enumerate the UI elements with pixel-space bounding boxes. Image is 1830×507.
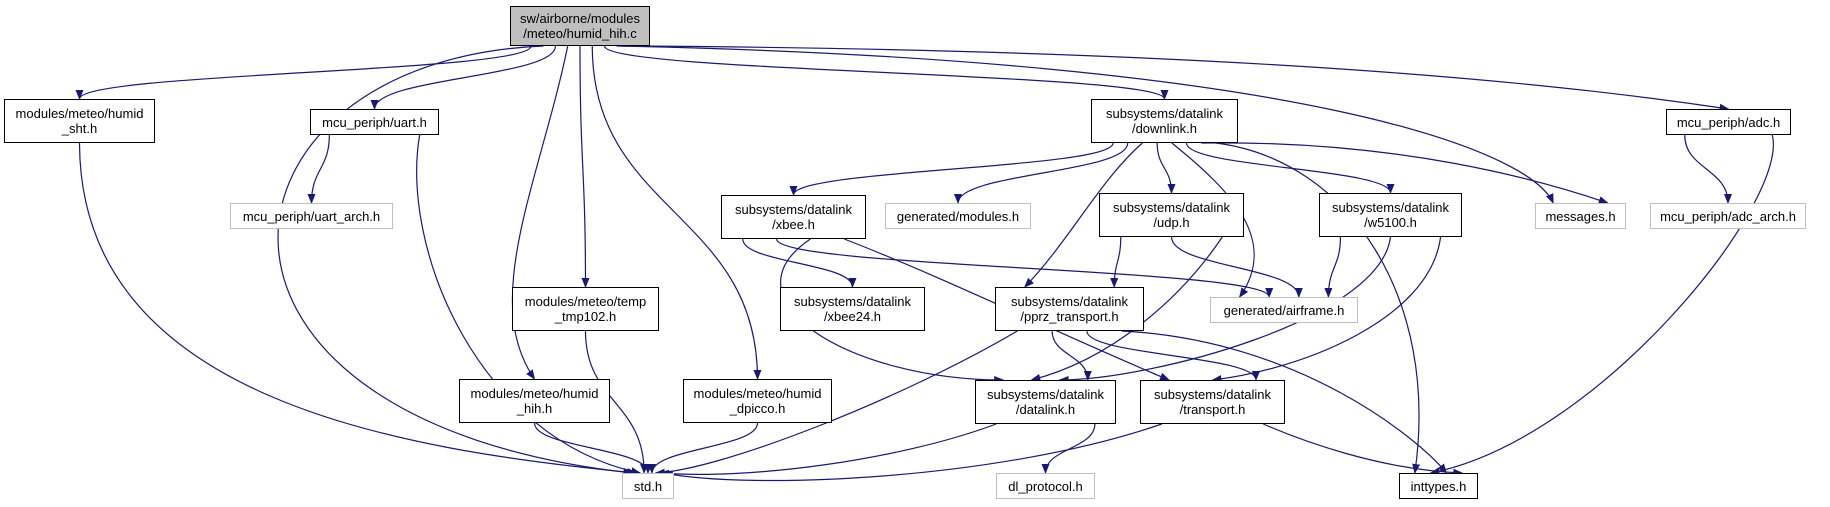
edge-humid-hih-c-to-humid-dpicco-h xyxy=(591,45,762,380)
node-humid-dpicco-h[interactable]: modules/meteo/humid _dpicco.h xyxy=(683,379,832,423)
node-label: mcu_periph/uart_arch.h xyxy=(242,208,381,224)
node-label: modules/meteo/humid _sht.h xyxy=(15,106,144,136)
edge-humid-hih-c-to-temp-tmp102-h xyxy=(579,45,590,288)
edge-transport-h-to-inttypes-h xyxy=(1263,423,1464,477)
node-label: subsystems/datalink /xbee24.h xyxy=(793,294,912,324)
node-label: generated/airframe.h xyxy=(1223,302,1345,318)
node-label: modules/meteo/temp _tmp102.h xyxy=(524,294,647,324)
node-uart-h[interactable]: mcu_periph/uart.h xyxy=(310,109,439,135)
edge-humid-hih-c-to-adc-h xyxy=(628,45,1730,112)
edge-downlink-h-to-messages-h xyxy=(1201,142,1609,204)
edge-downlink-h-to-pprz-transport-h xyxy=(1024,142,1143,288)
node-label: sw/airborne/modules /meteo/humid_hih.c xyxy=(520,11,640,41)
edge-datalink-h-to-std-h xyxy=(658,423,997,478)
edge-temp-tmp102-h-to-std-h xyxy=(584,330,649,474)
edge-pprz-transport-h-to-datalink-h xyxy=(1051,330,1092,381)
edge-xbee-h-to-airframe-h xyxy=(775,238,1274,298)
node-label: std.h xyxy=(633,478,663,494)
node-transport-h[interactable]: subsystems/datalink /transport.h xyxy=(1140,380,1285,424)
edge-humid-hih-c-to-uart-h xyxy=(370,45,557,110)
edge-datalink-h-to-dl-protocol-h xyxy=(1041,423,1096,474)
node-pprz-transport-h[interactable]: subsystems/datalink /pprz_transport.h xyxy=(995,287,1144,331)
edge-humid-sht-h-to-std-h xyxy=(78,142,638,477)
node-w5100-h[interactable]: subsystems/datalink /w5100.h xyxy=(1319,193,1462,237)
edge-downlink-h-to-generated-modules-h xyxy=(954,142,1129,204)
edge-humid-hih-c-to-messages-h xyxy=(616,45,1554,204)
node-inttypes-h[interactable]: inttypes.h xyxy=(1399,473,1478,499)
node-adc-h[interactable]: mcu_periph/adc.h xyxy=(1666,109,1791,135)
edge-adc-h-to-inttypes-h xyxy=(1429,134,1775,476)
node-label: mcu_periph/uart.h xyxy=(322,114,427,130)
node-label: subsystems/datalink /transport.h xyxy=(1153,387,1272,417)
node-label: subsystems/datalink /w5100.h xyxy=(1331,200,1450,230)
edge-w5100-h-to-airframe-h xyxy=(1324,236,1342,298)
edge-uart-h-to-std-h xyxy=(416,134,642,476)
node-label: dl_protocol.h xyxy=(1008,478,1083,494)
node-downlink-h[interactable]: subsystems/datalink /downlink.h xyxy=(1091,99,1238,143)
node-xbee24-h[interactable]: subsystems/datalink /xbee24.h xyxy=(780,287,925,331)
node-xbee-h[interactable]: subsystems/datalink /xbee.h xyxy=(721,195,866,239)
edge-downlink-h-to-w5100-h xyxy=(1185,142,1395,194)
node-airframe-h: generated/airframe.h xyxy=(1210,297,1358,323)
node-label: subsystems/datalink /downlink.h xyxy=(1105,106,1224,136)
edge-pprz-transport-h-to-std-h xyxy=(654,330,1018,477)
node-label: generated/modules.h xyxy=(896,208,1020,224)
node-label: mcu_periph/adc_arch.h xyxy=(1660,208,1796,224)
edge-humid-hih-c-to-humid-sht-h xyxy=(75,45,532,100)
node-label: messages.h xyxy=(1545,208,1616,224)
edge-downlink-h-to-inttypes-h xyxy=(1215,142,1421,474)
node-messages-h: messages.h xyxy=(1535,203,1626,229)
node-adc-arch-h: mcu_periph/adc_arch.h xyxy=(1650,203,1806,229)
node-label: modules/meteo/humid _hih.h xyxy=(470,386,599,416)
edge-w5100-h-to-datalink-h xyxy=(1058,236,1392,384)
node-dl-protocol-h: dl_protocol.h xyxy=(996,473,1095,499)
edge-xbee-h-to-datalink-h xyxy=(780,238,1005,384)
edge-humid-hih-c-to-downlink-h xyxy=(603,45,1169,100)
edge-adc-h-to-adc-arch-h xyxy=(1684,134,1732,204)
edge-uart-h-to-uart-arch-h xyxy=(307,134,330,204)
node-generated-modules-h: generated/modules.h xyxy=(885,203,1031,229)
edge-w5100-h-to-transport-h xyxy=(1211,236,1442,383)
edge-humid-hih-h-to-std-h xyxy=(533,422,652,474)
node-udp-h[interactable]: subsystems/datalink /udp.h xyxy=(1099,193,1244,237)
node-label: subsystems/datalink /xbee.h xyxy=(734,202,853,232)
node-humid-hih-h[interactable]: modules/meteo/humid _hih.h xyxy=(459,379,610,423)
edge-downlink-h-to-udp-h xyxy=(1156,142,1176,194)
edge-xbee-h-to-xbee24-h xyxy=(742,238,857,288)
edge-transport-h-to-std-h xyxy=(662,423,1162,482)
node-datalink-h[interactable]: subsystems/datalink /datalink.h xyxy=(975,380,1116,424)
node-humid-hih-c[interactable]: sw/airborne/modules /meteo/humid_hih.c xyxy=(510,6,650,46)
node-humid-sht-h[interactable]: modules/meteo/humid _sht.h xyxy=(4,99,155,143)
edge-humid-hih-c-to-std-h xyxy=(277,45,634,476)
node-label: subsystems/datalink /pprz_transport.h xyxy=(1010,294,1129,324)
node-label: subsystems/datalink /udp.h xyxy=(1112,200,1231,230)
node-std-h: std.h xyxy=(622,473,674,499)
node-temp-tmp102-h[interactable]: modules/meteo/temp _tmp102.h xyxy=(512,287,659,331)
node-label: inttypes.h xyxy=(1410,478,1467,494)
edge-humid-dpicco-h-to-std-h xyxy=(647,422,759,474)
node-uart-arch-h: mcu_periph/uart_arch.h xyxy=(230,203,393,229)
edge-udp-h-to-pprz-transport-h xyxy=(1110,236,1122,288)
edge-pprz-transport-h-to-inttypes-h xyxy=(1121,330,1448,474)
node-label: subsystems/datalink /datalink.h xyxy=(986,387,1105,417)
edge-humid-hih-c-to-humid-hih-h xyxy=(511,45,569,380)
node-label: modules/meteo/humid _dpicco.h xyxy=(693,386,822,416)
edge-udp-h-to-airframe-h xyxy=(1170,236,1303,298)
edge-downlink-h-to-xbee-h xyxy=(789,142,1114,196)
node-label: mcu_periph/adc.h xyxy=(1676,114,1781,130)
edge-pprz-transport-h-to-transport-h xyxy=(1086,330,1260,381)
